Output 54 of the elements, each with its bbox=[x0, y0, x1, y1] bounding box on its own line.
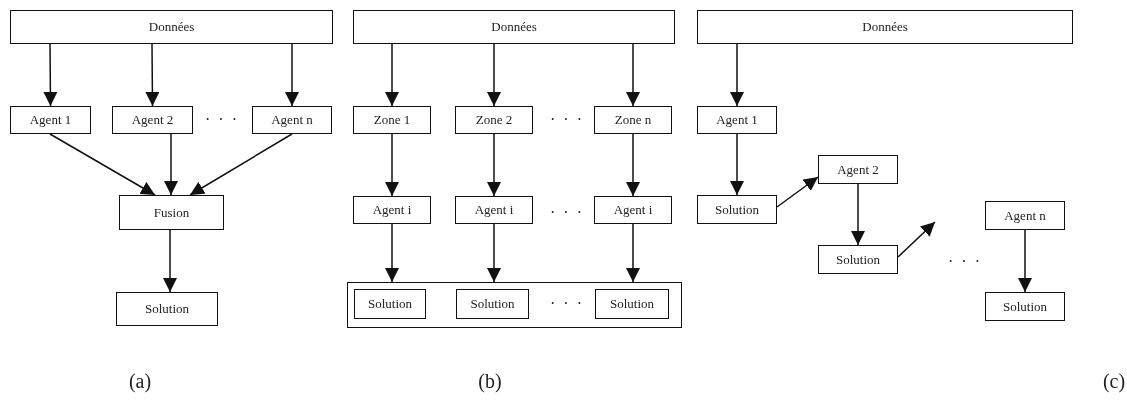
panel-caption: (b) bbox=[478, 371, 502, 391]
arrow bbox=[145, 43, 160, 107]
process-box: Données bbox=[10, 10, 333, 44]
arrow bbox=[487, 133, 501, 197]
arrow bbox=[49, 133, 156, 196]
arrow bbox=[163, 229, 177, 293]
process-box: Solution bbox=[116, 292, 218, 326]
process-box: Zone n bbox=[594, 106, 672, 134]
process-box: Solution bbox=[595, 289, 669, 319]
process-box: Agent i bbox=[455, 196, 533, 224]
arrow bbox=[897, 221, 936, 258]
arrow bbox=[487, 43, 501, 107]
arrow bbox=[730, 43, 744, 107]
arrow bbox=[626, 43, 640, 107]
process-box: Agent i bbox=[353, 196, 431, 224]
process-box: Agent 1 bbox=[697, 106, 777, 134]
ellipsis-text: · · · bbox=[550, 296, 584, 312]
panel-caption: (c) bbox=[1102, 371, 1126, 391]
process-box: Données bbox=[353, 10, 675, 44]
process-box: Agent n bbox=[252, 106, 332, 134]
panel-caption: (a) bbox=[128, 371, 152, 391]
process-box: Solution bbox=[697, 195, 777, 224]
arrow bbox=[43, 43, 58, 107]
ellipsis-text: · · · bbox=[550, 112, 584, 128]
arrow bbox=[285, 43, 299, 107]
group-box bbox=[347, 282, 682, 328]
process-box: Solution bbox=[354, 289, 426, 319]
process-box: Agent n bbox=[985, 201, 1065, 230]
arrow bbox=[851, 183, 865, 246]
arrow bbox=[385, 223, 399, 283]
process-box: Agent 2 bbox=[112, 106, 193, 134]
arrow bbox=[164, 133, 178, 196]
process-box: Données bbox=[697, 10, 1073, 44]
process-box: Zone 2 bbox=[455, 106, 533, 134]
process-box: Agent 2 bbox=[818, 155, 898, 184]
arrow bbox=[626, 133, 640, 197]
arrow bbox=[730, 133, 744, 196]
arrow bbox=[776, 176, 819, 208]
process-box: Solution bbox=[456, 289, 529, 319]
process-box: Fusion bbox=[119, 195, 224, 230]
ellipsis-text: · · · bbox=[550, 205, 584, 221]
process-box: Agent 1 bbox=[10, 106, 91, 134]
ellipsis-text: · · · bbox=[948, 254, 982, 270]
arrow bbox=[1018, 229, 1032, 293]
arrow bbox=[487, 223, 501, 283]
arrow bbox=[385, 43, 399, 107]
arrow bbox=[189, 133, 293, 196]
process-box: Solution bbox=[985, 292, 1065, 321]
process-box: Agent i bbox=[594, 196, 672, 224]
process-box: Solution bbox=[818, 245, 898, 274]
process-box: Zone 1 bbox=[353, 106, 431, 134]
ellipsis-text: · · · bbox=[205, 112, 239, 128]
arrow bbox=[385, 133, 399, 197]
arrow bbox=[626, 223, 640, 283]
